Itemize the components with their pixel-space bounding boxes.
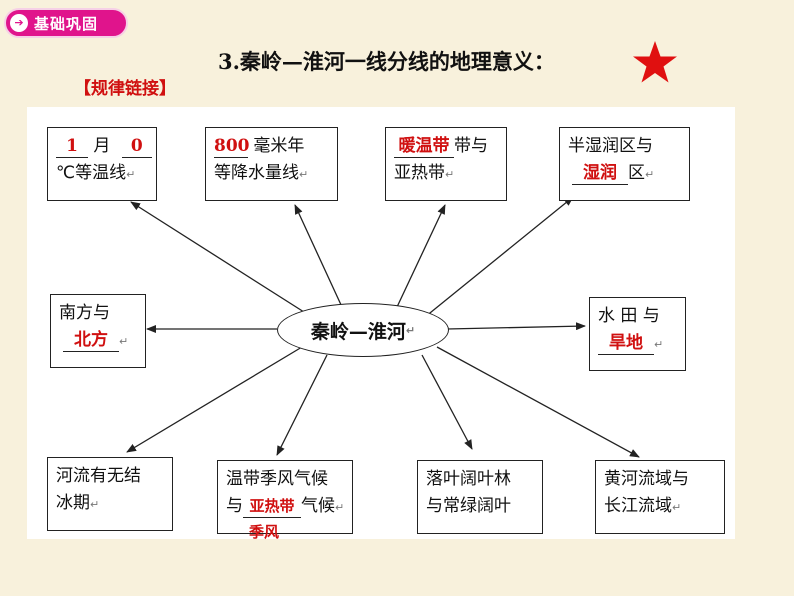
box-river-ice: 河流有无结 冰期↵ xyxy=(47,457,173,531)
arrow-to-river-ice xyxy=(126,346,303,453)
center-node-qinling-huaihe: 秦岭—淮河↵ xyxy=(277,303,449,357)
connector-arrows xyxy=(126,196,640,458)
isotherm-label: ℃等温线 xyxy=(56,163,127,183)
arrow-to-farmland xyxy=(446,322,586,331)
river-ice-label: 河流有无结 xyxy=(56,466,141,486)
blank-zero: 0 xyxy=(121,135,152,158)
arrow-to-forest xyxy=(421,354,473,450)
temperate-monsoon-label: 温带季风气候 xyxy=(226,469,328,489)
blank-humid: 湿润 xyxy=(572,162,628,185)
return-mark: ↵ xyxy=(654,338,664,351)
box-farmland: 水 田 与 旱地↵ xyxy=(589,297,686,371)
page-title: 3.秦岭—淮河一线分线的地理意义： xyxy=(218,49,555,74)
subtropical-label: 亚热带 xyxy=(394,163,445,183)
diagram-panel: 1 月 0 ℃等温线↵ 800 毫米年 等降水量线↵ 暖温带带与 亚热带↵ 半湿… xyxy=(27,107,735,541)
box-forest: 落叶阔叶林 与常绿阔叶 xyxy=(417,460,543,534)
blank-month-number: 1 xyxy=(56,135,88,158)
paddy-label: 水 田 与 xyxy=(598,306,660,326)
semi-humid-label: 半湿润区与 xyxy=(568,136,653,156)
blank-north: 北方 xyxy=(63,329,119,352)
return-mark: ↵ xyxy=(335,501,345,514)
arrow-to-climate-belt xyxy=(396,204,446,308)
arrow-to-monsoon xyxy=(276,354,328,456)
center-label: 秦岭—淮河 xyxy=(310,320,406,343)
return-mark: ↵ xyxy=(126,168,136,181)
badge-label: 基础巩固 xyxy=(34,15,99,33)
monsoon-prefix: 与 xyxy=(226,496,243,516)
belt-connector: 带与 xyxy=(454,136,488,156)
return-mark: ↵ xyxy=(405,323,416,337)
deciduous-label: 落叶阔叶林 xyxy=(426,469,511,489)
box-basins: 黄河流域与 长江流域↵ xyxy=(595,460,725,534)
box-moisture: 半湿润区与 湿润区↵ xyxy=(559,127,690,201)
arrow-to-basins xyxy=(436,346,640,458)
return-mark: ↵ xyxy=(90,498,100,511)
return-mark: ↵ xyxy=(445,168,455,181)
section-badge: ➔ 基础巩固 xyxy=(4,8,128,38)
arrow-to-precip xyxy=(294,204,343,308)
arrow-to-temp xyxy=(130,201,316,320)
return-mark: ↵ xyxy=(645,168,655,181)
arrow-circle-icon: ➔ xyxy=(10,14,28,32)
box-climate-belt: 暖温带带与 亚热带↵ xyxy=(385,127,507,201)
return-mark: ↵ xyxy=(672,501,682,514)
south-label: 南方与 xyxy=(59,303,110,323)
return-mark: ↵ xyxy=(119,335,129,348)
box-isohyet: 800 毫米年 等降水量线↵ xyxy=(205,127,338,201)
yangtze-label: 长江流域 xyxy=(604,496,672,516)
month-label: 月 xyxy=(93,136,111,156)
return-mark: ↵ xyxy=(299,168,309,181)
blank-monsoon-overflow: 季风 xyxy=(249,523,280,541)
region-suffix: 区 xyxy=(628,163,645,183)
arrow-to-moisture xyxy=(424,196,574,318)
box-isotherm: 1 月 0 ℃等温线↵ xyxy=(47,127,157,201)
blank-precip: 800 xyxy=(214,136,250,158)
box-north-south: 南方与 北方↵ xyxy=(50,294,146,368)
ice-period-label: 冰期 xyxy=(56,493,90,513)
blank-subtropical: 亚热带 xyxy=(243,495,301,518)
blank-dryland: 旱地 xyxy=(598,332,654,355)
yellow-river-label: 黄河流域与 xyxy=(604,469,689,489)
climate-suffix: 气候 xyxy=(301,496,335,516)
blank-climate-belt: 暖温带 xyxy=(394,135,454,158)
box-monsoon: 温带季风气候 与亚热带气候↵ xyxy=(217,460,353,534)
precip-unit: 毫米年 xyxy=(253,136,305,156)
isohyet-label: 等降水量线 xyxy=(214,163,299,183)
rule-link-label: 【规律链接】 xyxy=(74,79,176,99)
evergreen-label: 与常绿阔叶 xyxy=(426,496,511,516)
star-icon xyxy=(633,41,677,83)
